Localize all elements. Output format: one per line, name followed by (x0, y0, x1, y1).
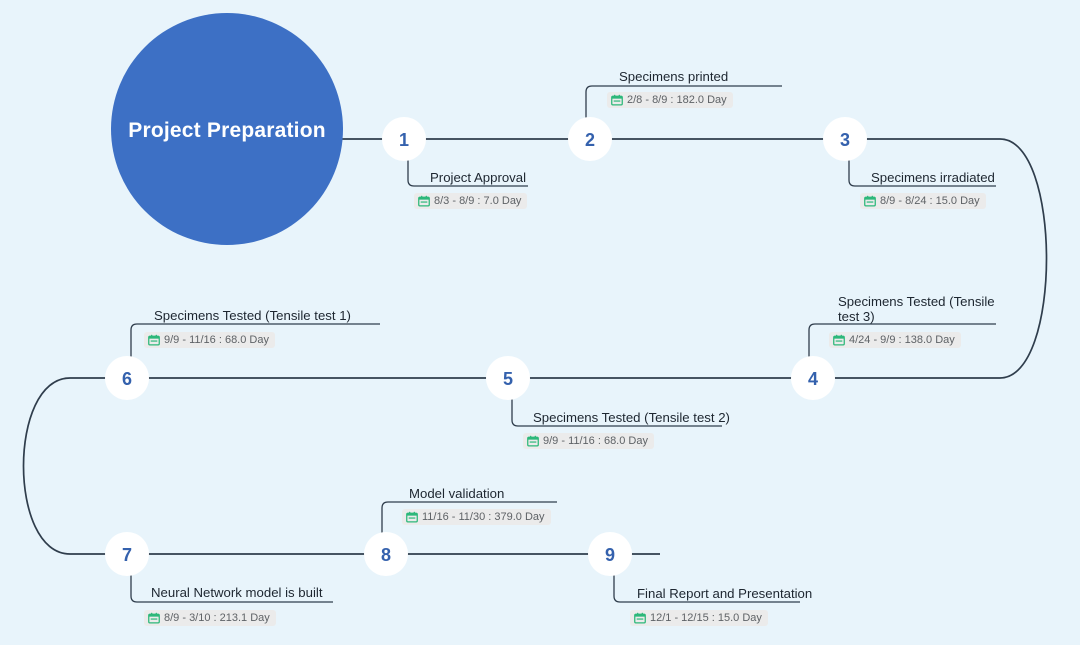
calendar-icon (833, 334, 845, 346)
step-title-5: Specimens Tested (Tensile test 2) (533, 410, 730, 425)
node-glow-5 (486, 356, 530, 400)
track-turn-left (22, 377, 71, 555)
root-circle (111, 13, 343, 245)
date-badge-2: 2/8 - 8/9 : 182.0 Day (607, 92, 733, 108)
calendar-icon (406, 511, 418, 523)
node-number-3: 3 (840, 130, 850, 150)
step-node-3[interactable]: 3 (823, 117, 867, 161)
date-badge-text-6: 9/9 - 11/16 : 68.0 Day (164, 334, 269, 346)
node-glow-3 (823, 117, 867, 161)
node-number-6: 6 (122, 369, 132, 389)
date-badge-text-4: 4/24 - 9/9 : 138.0 Day (849, 334, 955, 346)
node-number-4: 4 (808, 369, 818, 389)
connector-step-7 (130, 571, 333, 603)
date-badge-8: 11/16 - 11/30 : 379.0 Day (402, 509, 551, 525)
step-title-8: Model validation (409, 486, 505, 501)
date-badge-7: 8/9 - 3/10 : 213.1 Day (144, 610, 276, 626)
node-number-8: 8 (381, 545, 391, 565)
track-turn-right (999, 138, 1048, 379)
date-badge-3: 8/9 - 8/24 : 15.0 Day (860, 193, 986, 209)
step-node-2[interactable]: 2 (568, 117, 612, 161)
connector-step-4 (808, 323, 996, 361)
node-glow-1 (382, 117, 426, 161)
step-title-4: Specimens Tested (Tensile test 3) (838, 294, 995, 324)
node-glow-4 (791, 356, 835, 400)
step-title-1: Project Approval (430, 170, 527, 185)
date-badge-text-7: 8/9 - 3/10 : 213.1 Day (164, 612, 270, 624)
calendar-icon (634, 612, 646, 624)
date-badge-6: 9/9 - 11/16 : 68.0 Day (144, 332, 275, 348)
node-glow-6 (105, 356, 149, 400)
step-node-1[interactable]: 1 (382, 117, 426, 161)
date-badge-4: 4/24 - 9/9 : 138.0 Day (829, 332, 961, 348)
date-badge-text-3: 8/9 - 8/24 : 15.0 Day (880, 195, 980, 207)
label-connectors (130, 85, 996, 603)
date-badge-text-1: 8/3 - 8/9 : 7.0 Day (434, 195, 522, 207)
connector-step-3 (848, 156, 996, 187)
connector-step-1 (407, 156, 528, 187)
date-badge-5: 9/9 - 11/16 : 68.0 Day (523, 433, 654, 449)
node-glow-2 (568, 117, 612, 161)
step-node-9[interactable]: 9 (588, 532, 632, 576)
step-nodes[interactable]: 1 2 3 4 5 6 7 (105, 117, 867, 576)
calendar-icon (611, 94, 623, 106)
step-node-5[interactable]: 5 (486, 356, 530, 400)
step-title-2: Specimens printed (619, 69, 729, 84)
step-title-3: Specimens irradiated (871, 170, 995, 185)
connector-step-2 (585, 85, 782, 122)
calendar-icon (148, 612, 160, 624)
node-glow-7 (105, 532, 149, 576)
step-node-7[interactable]: 7 (105, 532, 149, 576)
date-badge-text-5: 9/9 - 11/16 : 68.0 Day (543, 435, 648, 447)
node-number-9: 9 (605, 545, 615, 565)
connector-step-6 (130, 323, 380, 361)
node-number-1: 1 (399, 130, 409, 150)
connector-step-9 (613, 571, 800, 603)
root-node[interactable]: Project Preparation (111, 13, 343, 245)
date-badge-1: 8/3 - 8/9 : 7.0 Day (414, 193, 528, 209)
calendar-icon (148, 334, 160, 346)
calendar-icon (527, 435, 539, 447)
node-number-5: 5 (503, 369, 513, 389)
node-number-7: 7 (122, 545, 132, 565)
step-node-8[interactable]: 8 (364, 532, 408, 576)
connector-step-5 (511, 395, 722, 427)
calendar-icon (418, 195, 430, 207)
node-glow-8 (364, 532, 408, 576)
date-badge-text-9: 12/1 - 12/15 : 15.0 Day (650, 612, 762, 624)
connector-step-8 (381, 501, 557, 537)
calendar-icon (864, 195, 876, 207)
step-title-9: Final Report and Presentation (637, 586, 813, 601)
root-label: Project Preparation (128, 119, 326, 142)
step-title-6: Specimens Tested (Tensile test 1) (154, 308, 351, 323)
step-node-6[interactable]: 6 (105, 356, 149, 400)
date-badge-9: 12/1 - 12/15 : 15.0 Day (630, 610, 768, 626)
node-glow-9 (588, 532, 632, 576)
step-title-7: Neural Network model is built (151, 585, 323, 600)
date-badge-text-8: 11/16 - 11/30 : 379.0 Day (422, 511, 545, 523)
node-number-2: 2 (585, 130, 595, 150)
step-node-4[interactable]: 4 (791, 356, 835, 400)
date-badge-text-2: 2/8 - 8/9 : 182.0 Day (627, 94, 727, 106)
